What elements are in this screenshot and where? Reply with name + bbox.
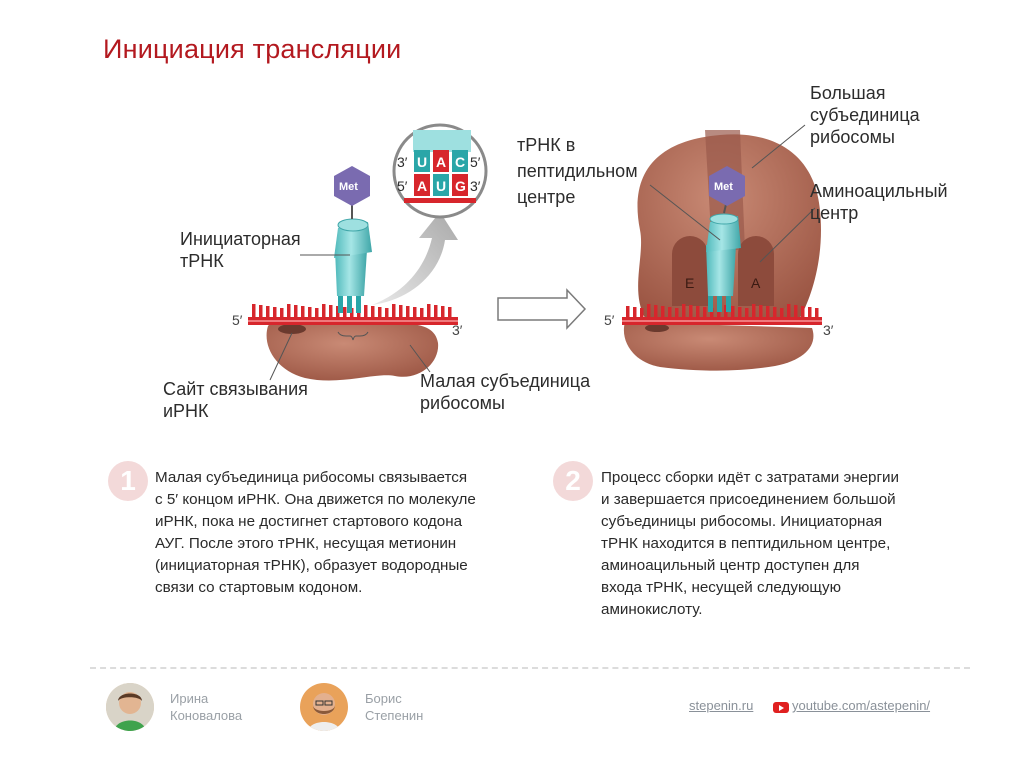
mrna-base <box>441 306 445 317</box>
mrna-base <box>738 307 742 317</box>
mrna-base <box>371 306 375 317</box>
anticodon-letter-1: U <box>417 151 427 173</box>
mrna-base <box>448 307 452 317</box>
mrna-base <box>689 305 693 317</box>
mrna-base <box>406 306 410 317</box>
youtube-icon <box>773 702 789 713</box>
youtube-link[interactable]: youtube.com/astepenin/ <box>792 698 930 713</box>
mrna-base <box>259 305 263 317</box>
site-link[interactable]: stepenin.ru <box>689 698 753 713</box>
step-2-number: 2 <box>553 461 593 501</box>
mrna-base <box>801 306 805 317</box>
avatar-boris <box>300 683 348 731</box>
site-e-label: E <box>685 272 694 294</box>
codon-end-5: 5′ <box>397 175 407 197</box>
met-label-right: Met <box>714 176 733 198</box>
step-1-text: Малая субъединица рибосомы связывается с… <box>155 467 525 599</box>
mrna-base <box>759 305 763 317</box>
codon-letter-3: G <box>455 175 466 197</box>
mrna-base <box>640 308 644 317</box>
footer-divider <box>90 667 970 669</box>
mrna-right-5-end: 5′ <box>604 312 614 328</box>
mrna-base <box>808 307 812 317</box>
mrna-base <box>322 304 326 317</box>
mrna-base <box>364 305 368 317</box>
zoom-arrow <box>372 212 458 305</box>
step-2-text: Процесс сборки идёт с затратами энергии … <box>601 467 971 621</box>
mrna-base <box>780 308 784 317</box>
mrna-left-3-end: 3′ <box>452 322 462 338</box>
mrna-base <box>420 308 424 317</box>
anticodon-letter-2: A <box>436 151 446 173</box>
mrna-base <box>252 304 256 317</box>
mrna-base <box>633 307 637 317</box>
mrna-base <box>427 304 431 317</box>
mrna-base <box>766 306 770 317</box>
mrna-base <box>343 307 347 317</box>
codon-letter-1: A <box>417 175 427 197</box>
mrna-base <box>675 308 679 317</box>
mrna-left-5-end: 5′ <box>232 312 242 328</box>
mrna-base <box>287 304 291 317</box>
mrna-base <box>385 308 389 317</box>
mrna-base <box>787 304 791 317</box>
anticodon-end-3: 3′ <box>397 151 407 173</box>
mrna-base <box>647 304 651 317</box>
codon-end-3: 3′ <box>470 175 480 197</box>
mrna-base <box>794 305 798 317</box>
mrna-base <box>654 305 658 317</box>
mrna-base <box>294 305 298 317</box>
mrna-base <box>308 307 312 317</box>
mrna-base <box>815 308 819 317</box>
mrna-base <box>329 305 333 317</box>
mrna-base <box>661 306 665 317</box>
mrna-base <box>696 306 700 317</box>
mrna-base <box>626 306 630 317</box>
initiator-trna-left <box>334 200 372 313</box>
mrna-base <box>399 305 403 317</box>
mrna-base <box>752 304 756 317</box>
mrna-base <box>682 304 686 317</box>
mrna-base <box>773 307 777 317</box>
site-a-label: A <box>751 272 760 294</box>
mrna-right-3-end: 3′ <box>823 322 833 338</box>
step-1-number: 1 <box>108 461 148 501</box>
mrna-base <box>668 307 672 317</box>
mrna-base <box>392 304 396 317</box>
process-arrow <box>498 290 585 328</box>
label-binding-site: Сайт связыванияиРНК <box>163 378 308 422</box>
mrna-base <box>301 306 305 317</box>
anticodon-letter-3: C <box>455 151 465 173</box>
mrna-base <box>703 307 707 317</box>
mrna-base <box>413 307 417 317</box>
mrna-left <box>248 304 458 325</box>
mrna-base <box>378 307 382 317</box>
binding-site-mark <box>278 324 306 334</box>
met-label-left: Met <box>339 176 358 198</box>
anticodon-end-5: 5′ <box>470 151 480 173</box>
avatar-irina <box>106 683 154 731</box>
mrna-base <box>745 308 749 317</box>
mrna-base <box>731 306 735 317</box>
mrna-base <box>280 308 284 317</box>
mrna-base <box>434 305 438 317</box>
mrna-base <box>315 308 319 317</box>
codon-letter-2: U <box>436 175 446 197</box>
mrna-base <box>273 307 277 317</box>
mrna-base <box>266 306 270 317</box>
